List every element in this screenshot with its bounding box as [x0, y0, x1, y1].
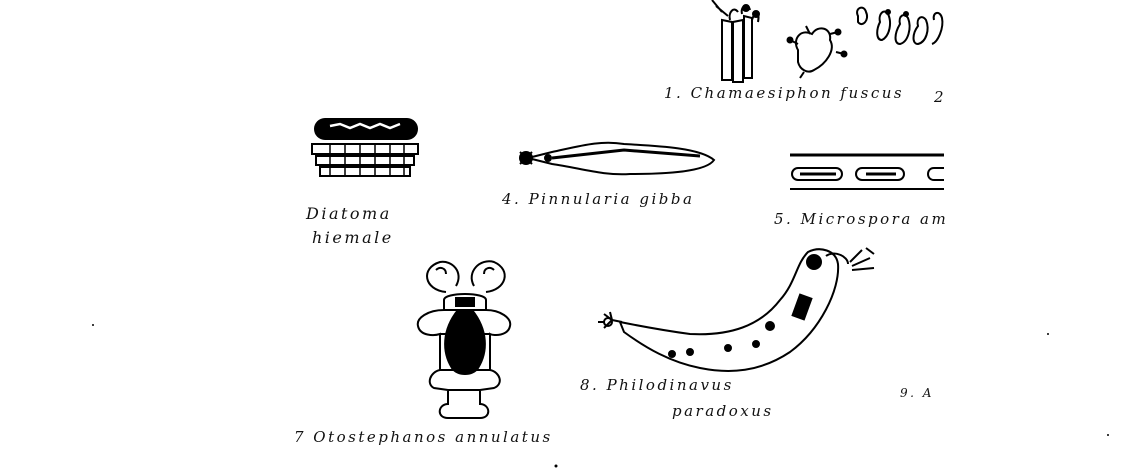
- label-microspora: 5. Microspora am: [774, 210, 949, 228]
- label-otostephanos: 7 Otostephanos annulatus: [294, 428, 553, 446]
- speck-marks: [92, 324, 1109, 468]
- label-philodinavus-1: 8. Philodinavus: [580, 376, 734, 394]
- label-philodinavus-2: paradoxus: [672, 402, 774, 420]
- microspora-drawing: [790, 153, 944, 190]
- otostephanos-drawing: [416, 260, 512, 419]
- pinnularia-drawing: [519, 141, 716, 176]
- label-cut-9: 9. A: [900, 386, 934, 400]
- label-cut-2: 2: [934, 88, 947, 106]
- diatoma-drawing: [311, 118, 419, 177]
- label-diatoma-2: hiemale: [312, 228, 394, 247]
- label-pinnularia: 4. Pinnularia gibba: [502, 190, 695, 208]
- philodinavus-drawing: [598, 247, 875, 372]
- label-chamaesiphon: 1. Chamaesiphon fuscus: [664, 84, 905, 102]
- chamaesiphon-drawing: [711, 0, 944, 83]
- label-diatoma-1: Diatoma: [306, 204, 392, 223]
